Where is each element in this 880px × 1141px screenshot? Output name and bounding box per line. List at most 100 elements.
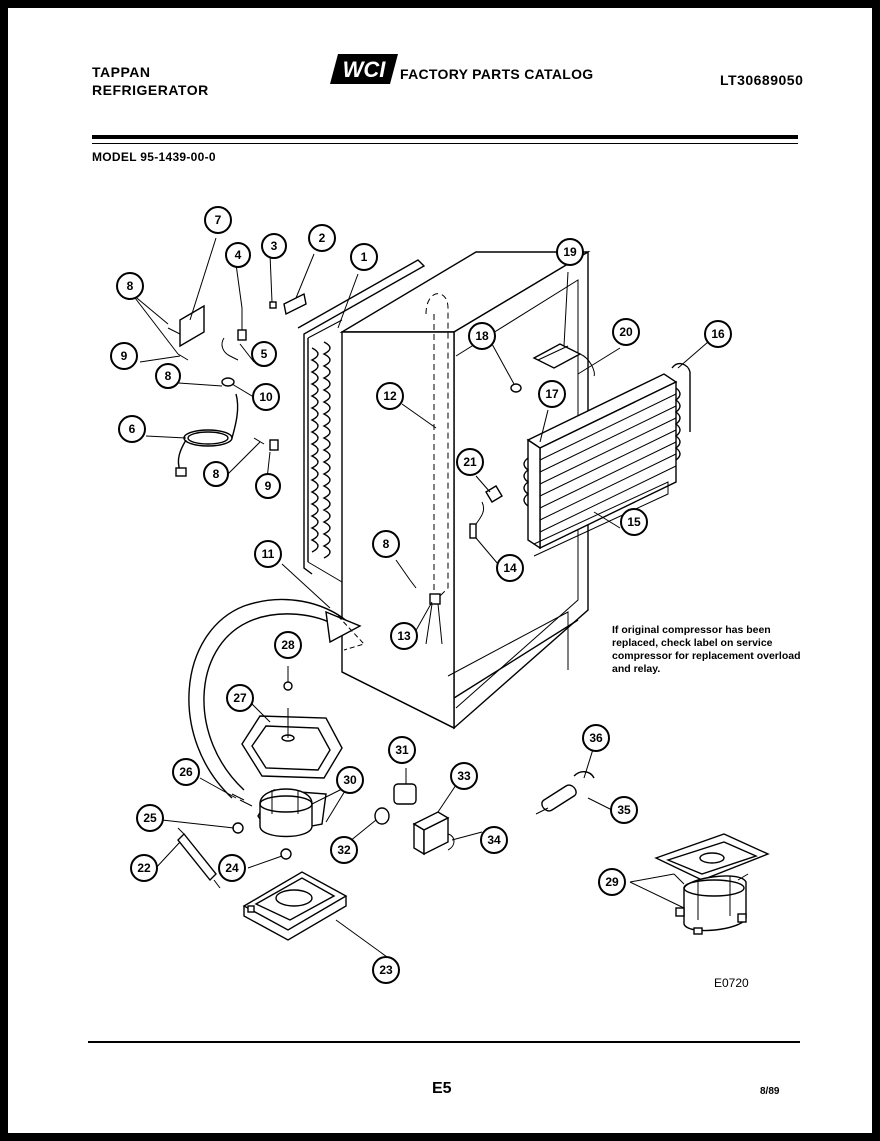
- capacitor-drawing: [535, 771, 595, 815]
- svg-text:32: 32: [337, 843, 351, 857]
- callout-5: 5: [251, 341, 277, 367]
- callout-9: 9: [110, 342, 138, 370]
- callout-11: 11: [254, 540, 282, 568]
- callout-6: 6: [118, 415, 146, 443]
- catalog-sheet: TAPPAN REFRIGERATOR WCI FACTORY PARTS CA…: [8, 8, 872, 1133]
- callout-33: 33: [450, 762, 478, 790]
- callout-17: 17: [538, 380, 566, 408]
- drier-drawing: [177, 827, 221, 889]
- svg-text:1: 1: [361, 250, 368, 264]
- svg-text:30: 30: [343, 773, 357, 787]
- callout-19: 19: [556, 238, 584, 266]
- svg-text:8: 8: [383, 537, 390, 551]
- svg-text:7: 7: [215, 213, 222, 227]
- callout-2: 2: [308, 224, 336, 252]
- condenser-coil: [297, 259, 426, 583]
- callout-7: 7: [204, 206, 232, 234]
- callout-15: 15: [620, 508, 648, 536]
- callout-35: 35: [610, 796, 638, 824]
- svg-text:9: 9: [265, 479, 272, 493]
- brand-name: TAPPAN: [92, 64, 151, 80]
- svg-text:9: 9: [121, 349, 128, 363]
- callout-30: 30: [336, 766, 364, 794]
- svg-text:2: 2: [319, 231, 326, 245]
- exploded-parts-diagram: 1 2 3 4 5 6 7 8 8 8 8 9 9 9 10 11 12 13 …: [110, 206, 770, 984]
- svg-text:8: 8: [165, 369, 172, 383]
- svg-text:12: 12: [383, 389, 397, 403]
- svg-text:31: 31: [395, 743, 409, 757]
- svg-text:27: 27: [233, 691, 247, 705]
- callout-4: 4: [225, 242, 251, 268]
- compressor-drawing: [231, 681, 343, 860]
- svg-text:17: 17: [545, 387, 559, 401]
- callout-9: 9: [255, 473, 281, 499]
- logo-text: WCI: [343, 57, 387, 82]
- svg-text:5: 5: [261, 347, 268, 361]
- svg-text:11: 11: [262, 547, 275, 561]
- callout-8: 8: [116, 272, 144, 300]
- svg-text:34: 34: [487, 833, 501, 847]
- svg-text:19: 19: [563, 245, 577, 259]
- svg-text:26: 26: [179, 765, 193, 779]
- svg-text:35: 35: [617, 803, 631, 817]
- svg-text:15: 15: [627, 515, 641, 529]
- svg-text:8: 8: [127, 279, 134, 293]
- svg-text:3: 3: [271, 239, 278, 253]
- svg-text:16: 16: [711, 327, 725, 341]
- svg-text:4: 4: [235, 248, 242, 262]
- callout-36: 36: [582, 724, 610, 752]
- svg-text:33: 33: [457, 769, 471, 783]
- relay-overload-drawing: [374, 783, 455, 856]
- svg-text:21: 21: [463, 455, 477, 469]
- svg-text:22: 22: [137, 861, 151, 875]
- small-parts-upper: [167, 292, 307, 477]
- cabinet-drawing: [339, 250, 591, 730]
- callout-25: 25: [136, 804, 164, 832]
- svg-text:20: 20: [619, 325, 633, 339]
- callout-28: 28: [274, 631, 302, 659]
- catalog-number: LT30689050: [720, 72, 804, 88]
- wci-logo: WCI: [330, 54, 398, 84]
- svg-text:14: 14: [503, 561, 517, 575]
- callout-18: 18: [468, 322, 496, 350]
- callout-10: 10: [252, 383, 280, 411]
- svg-text:36: 36: [589, 731, 603, 745]
- callout-23: 23: [372, 956, 400, 984]
- callout-8: 8: [155, 363, 181, 389]
- assembly-arrow: [188, 598, 365, 799]
- date-code: 8/89: [760, 1086, 780, 1097]
- model-number: MODEL 95-1439-00-0: [92, 150, 216, 164]
- compressor-assembly-drawing: [654, 833, 770, 935]
- svg-text:24: 24: [225, 861, 239, 875]
- svg-text:10: 10: [259, 390, 273, 404]
- footer-rule: [88, 1041, 800, 1043]
- callout-20: 20: [612, 318, 640, 346]
- svg-text:23: 23: [379, 963, 393, 977]
- callout-14: 14: [496, 554, 524, 582]
- callout-31: 31: [388, 736, 416, 764]
- callout-24: 24: [218, 854, 246, 882]
- callout-27: 27: [226, 684, 254, 712]
- page-number: E5: [432, 1080, 452, 1097]
- catalog-title: FACTORY PARTS CATALOG: [400, 66, 594, 82]
- product-type: REFRIGERATOR: [92, 82, 209, 98]
- svg-text:25: 25: [143, 811, 157, 825]
- svg-text:6: 6: [129, 422, 136, 436]
- callout-34: 34: [480, 826, 508, 854]
- callout-22: 22: [130, 854, 158, 882]
- evaporator-drawing: [523, 362, 691, 557]
- callout-16: 16: [704, 320, 732, 348]
- callout-8: 8: [203, 461, 229, 487]
- thermostat-drawing: [532, 343, 595, 377]
- compressor-note: If original compressor has been replaced…: [612, 624, 801, 675]
- callout-26: 26: [172, 758, 200, 786]
- base-tray-drawing: [242, 871, 348, 941]
- diagram-code: E0720: [714, 976, 749, 990]
- callout-8: 8: [372, 530, 400, 558]
- callout-32: 32: [330, 836, 358, 864]
- svg-text:8: 8: [213, 467, 220, 481]
- callout-1: 1: [350, 243, 378, 271]
- leader-lines: [131, 237, 709, 963]
- svg-text:28: 28: [281, 638, 295, 652]
